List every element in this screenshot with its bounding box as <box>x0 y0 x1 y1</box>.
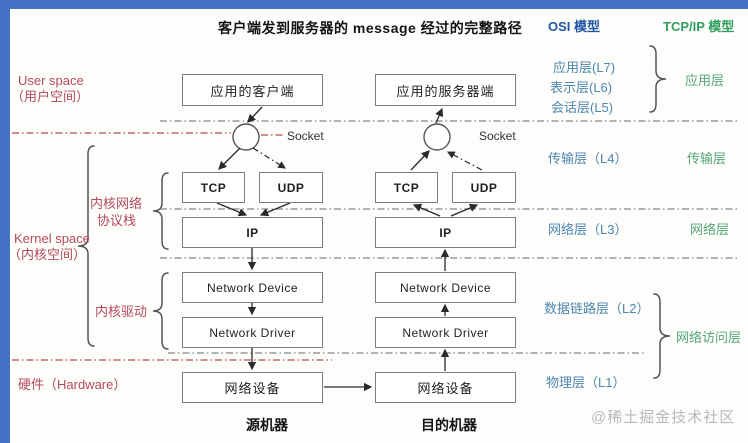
osi-layer-l5: 会话层(L5) <box>551 100 614 115</box>
tcpip-model-header: TCP/IP 模型 <box>663 19 735 34</box>
user-space-label-en: User space <box>18 73 84 88</box>
kernel-driver-label: 内核驱动 <box>95 304 148 319</box>
source-udp-box: UDP <box>259 172 323 203</box>
source-network-device-box: Network Device <box>182 272 323 303</box>
tcpip-layer-application: 应用层 <box>685 73 725 88</box>
tcpip-layer-transport: 传输层 <box>687 151 727 166</box>
dest-network-driver-box: Network Driver <box>375 317 516 348</box>
dest-nic-box: 网络设备 <box>375 372 516 403</box>
source-socket-label: Socket <box>287 129 324 143</box>
dest-app-server-box: 应用的服务器端 <box>375 74 516 106</box>
tcpip-layer-network: 网络层 <box>690 222 730 237</box>
dest-ip-box: IP <box>375 217 516 248</box>
dest-tcp-box: TCP <box>375 172 438 203</box>
source-tcp-box: TCP <box>182 172 245 203</box>
user-space-label-zh: （用户空间） <box>11 89 90 104</box>
dest-udp-box: UDP <box>452 172 516 203</box>
osi-layer-l3: 网络层（L3） <box>548 222 628 237</box>
source-app-client-box: 应用的客户端 <box>182 74 323 106</box>
page-title: 客户端发到服务器的 message 经过的完整路径 <box>218 20 523 36</box>
dest-socket-label: Socket <box>479 129 516 143</box>
hardware-label: 硬件（Hardware） <box>18 377 127 392</box>
source-machine-label: 源机器 <box>246 417 288 433</box>
tcpip-layer-network-access: 网络访问层 <box>676 330 742 345</box>
osi-layer-l6: 表示层(L6) <box>550 80 613 95</box>
osi-layer-l1: 物理层（L1） <box>546 375 626 390</box>
source-ip-box: IP <box>182 217 323 248</box>
kernel-stack-label-line2: 协议栈 <box>97 213 137 228</box>
osi-layer-l4: 传输层（L4） <box>548 151 628 166</box>
dest-machine-label: 目的机器 <box>421 417 477 433</box>
kernel-stack-label-line1: 内核网络 <box>90 196 143 211</box>
kernel-space-label-zh: （内核空间） <box>8 247 87 262</box>
source-nic-box: 网络设备 <box>182 372 323 403</box>
source-network-driver-box: Network Driver <box>182 317 323 348</box>
osi-model-header: OSI 模型 <box>548 19 601 34</box>
kernel-space-label-en: Kernel space <box>14 231 90 246</box>
osi-layer-l7: 应用层(L7) <box>553 60 616 75</box>
osi-layer-l2: 数据链路层（L2） <box>544 301 650 316</box>
watermark: @稀土掘金技术社区 <box>591 409 736 426</box>
dest-network-device-box: Network Device <box>375 272 516 303</box>
